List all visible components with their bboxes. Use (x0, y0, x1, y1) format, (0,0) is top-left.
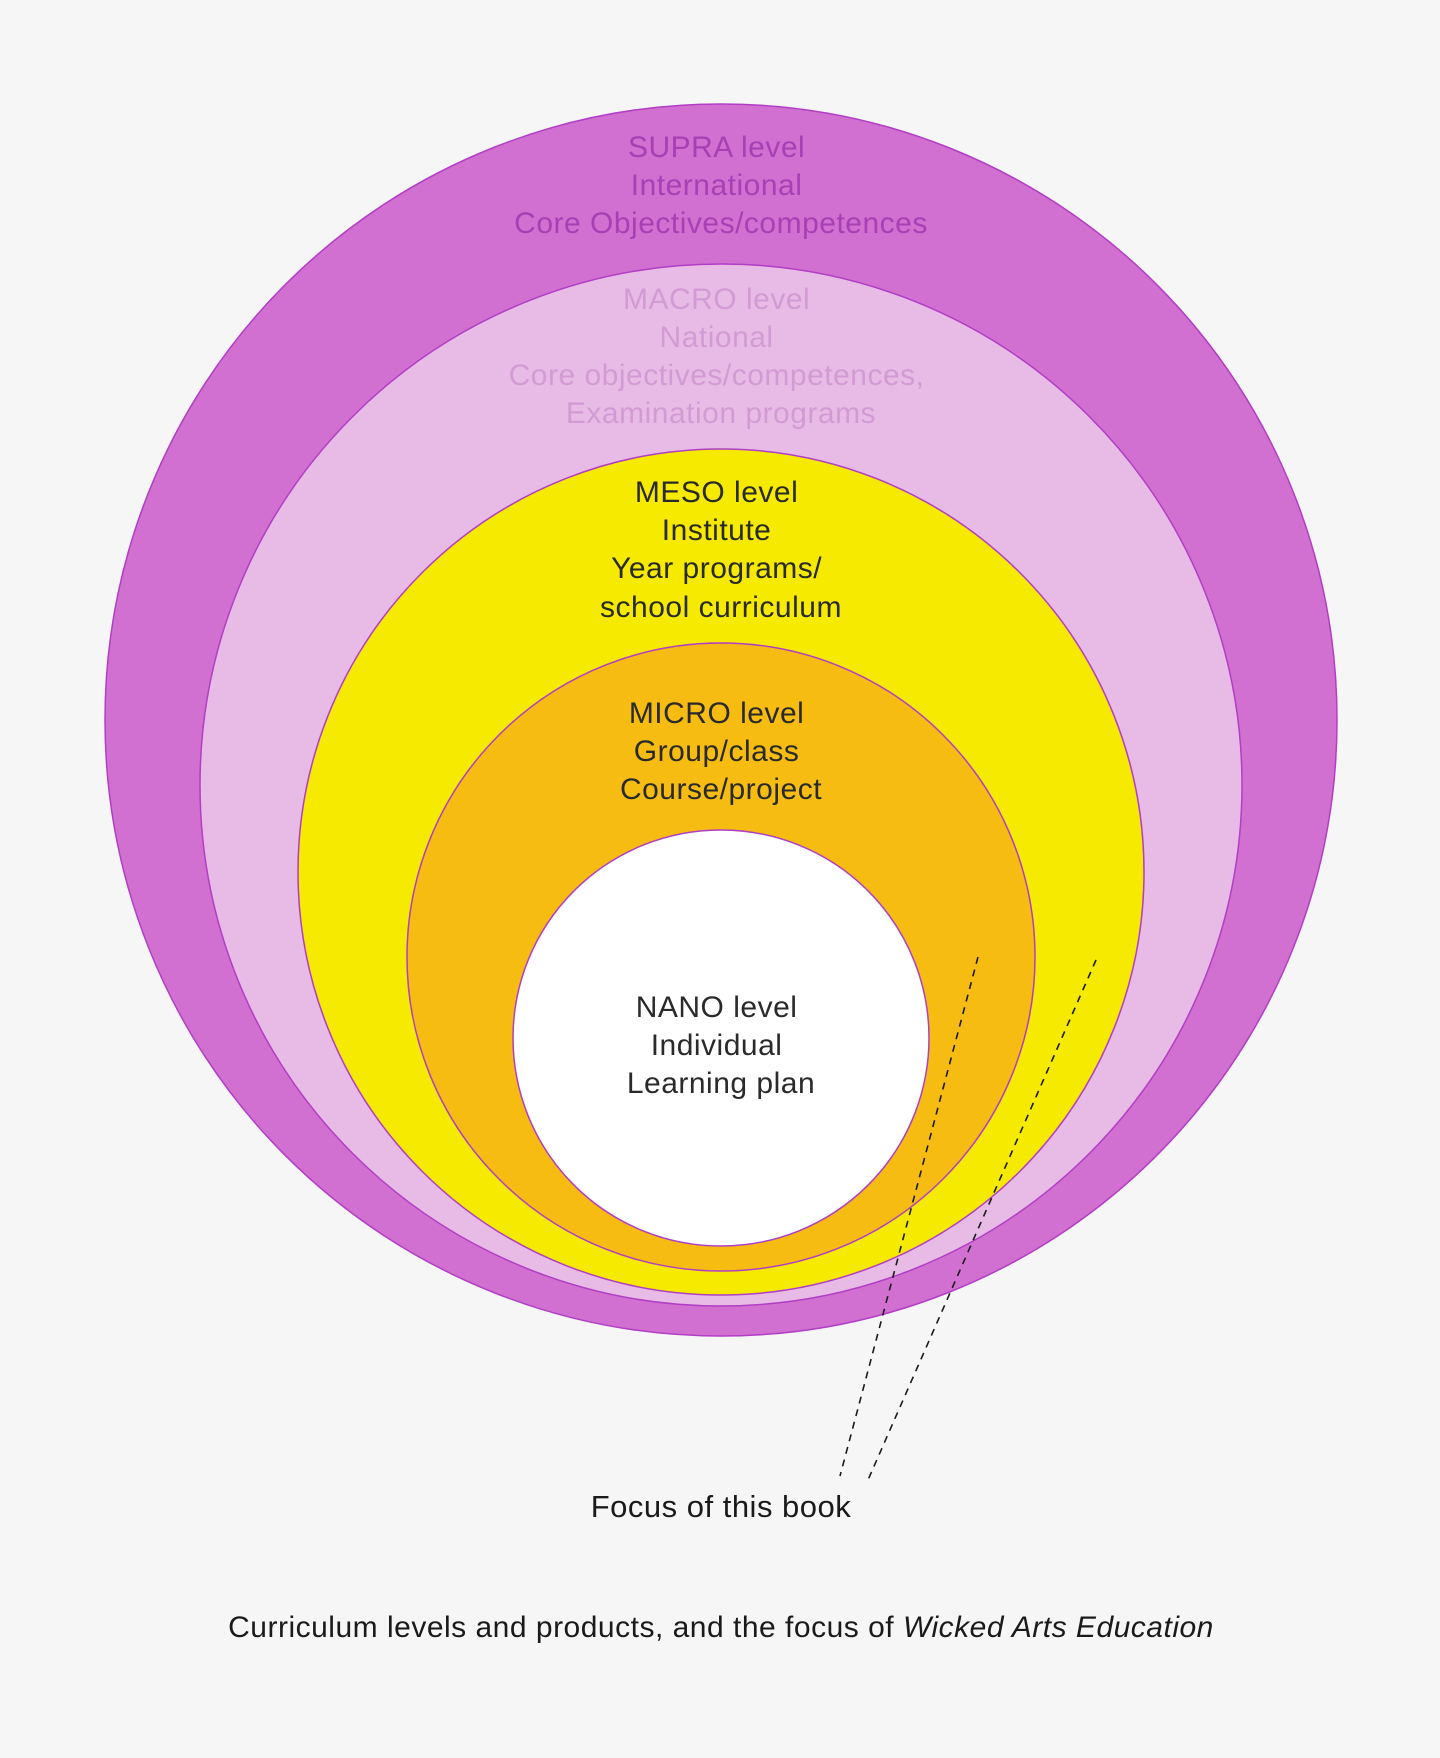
supra-label: SUPRA level International Core Objective… (514, 131, 928, 240)
meso-label-line: school curriculum (600, 591, 842, 624)
focus-line-left (839, 956, 979, 1477)
micro-label-line: Group/class (634, 735, 800, 768)
meso-label-line: Year programs/ (611, 552, 822, 585)
caption-text: Curriculum levels and products, and the … (228, 1611, 903, 1644)
focus-label: Focus of this book (591, 1489, 852, 1524)
figure-caption: Curriculum levels and products, and the … (228, 1611, 1214, 1644)
meso-label: MESO level Institute Year programs/ scho… (600, 476, 842, 624)
micro-label: MICRO level Group/class Course/project (620, 697, 822, 806)
nano-label-line: Individual (651, 1029, 783, 1062)
micro-label-line: Course/project (620, 773, 822, 806)
level-labels: SUPRA level International Core Objective… (509, 131, 934, 1100)
meso-label-line: MESO level (635, 476, 798, 509)
macro-label-line: National (660, 321, 774, 354)
macro-label-line: Examination programs (566, 397, 876, 430)
nano-label-line: Learning plan (627, 1067, 815, 1100)
macro-label: MACRO level National Core objectives/com… (509, 283, 934, 430)
nano-label: NANO level Individual Learning plan (627, 991, 815, 1100)
macro-label-line: MACRO level (623, 283, 810, 316)
micro-label-line: MICRO level (629, 697, 805, 730)
supra-label-line: SUPRA level (628, 131, 805, 164)
macro-label-line: Core objectives/competences, (509, 359, 925, 392)
nano-label-line: NANO level (636, 991, 798, 1024)
supra-label-line: International (631, 169, 803, 202)
supra-label-line: Core Objectives/competences (514, 207, 928, 240)
focus-line-right (867, 959, 1097, 1481)
level-circles (104, 103, 1338, 1337)
nano-circle (512, 829, 930, 1247)
meso-label-line: Institute (662, 514, 772, 547)
focus-lines (839, 956, 1097, 1481)
caption-emphasis: Wicked Arts Education (903, 1611, 1214, 1644)
